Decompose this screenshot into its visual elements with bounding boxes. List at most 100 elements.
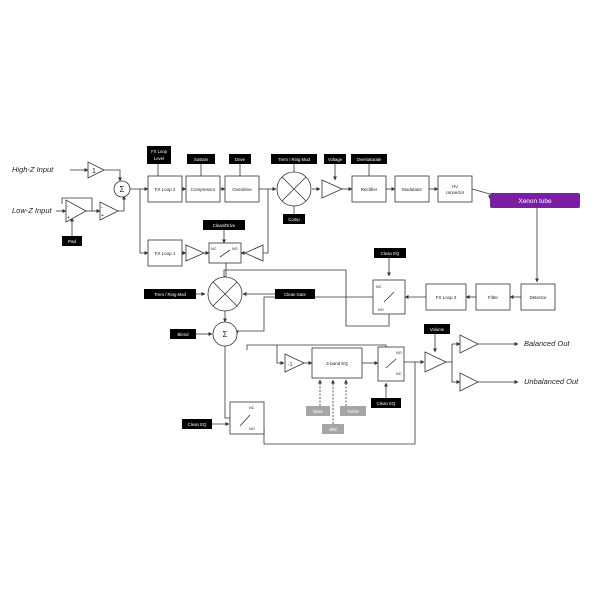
comp-control [283,214,305,224]
xenon-tube-block [490,193,580,208]
voltage-amp-triangle [321,179,343,199]
fx-loop-1-amp [185,244,205,262]
opamp-minus-sign: - [67,204,69,210]
overdrive-block [224,175,260,203]
sustain-control [187,154,215,164]
modulator-label: Modulator [402,187,423,192]
drive-label: Drive [235,157,246,162]
opamp-plus-sign: + [67,215,70,221]
eq-bypass-switch [377,346,405,382]
input-sum-symbol: Σ [120,185,125,194]
wire-opamp-feedback [61,197,93,211]
blend-control [170,329,196,339]
switch4-nc-label: NC [396,372,402,376]
wire-bottom-return [263,362,416,445]
unity-gain-buffer: 1 [87,161,105,179]
wire-vol-to-unbal [451,362,461,384]
detector-block [520,283,556,311]
hiz-input-label: High-Z Input [12,165,54,174]
wire-switch3-loop [223,269,390,327]
filter-block [475,283,511,311]
blend-sum-symbol: Σ [223,330,228,339]
wire-eq-main [246,344,285,365]
compressor-block [185,175,221,203]
fx-loop-2-block [147,175,183,203]
gain-one-label: 1 [92,168,96,175]
wire-overdrive-loop [263,189,269,254]
switch3-nc-label: NC [376,285,382,289]
trem-ring-mod-mid-label: Trem / Ring Mod [154,292,186,297]
clean-drive-label: Clean/Drive [213,223,236,228]
balanced-driver [459,334,479,354]
opamp-input: - + [65,199,87,223]
clean-gate-control [275,289,315,299]
clean-eq-mid-control [371,398,401,408]
balanced-out-label: Balanced Out [524,339,570,348]
clean-eq-top-control [374,248,406,258]
switch1-no-label: NO [232,247,238,251]
oversaturate-label: Oversaturate [357,157,382,162]
switch4-no-label: NO [396,351,402,355]
wire-hv-to-xenon [471,188,492,200]
clean-eq-top-label: Clean EQ [381,251,400,256]
three-band-eq-label: 3-band EQ [326,361,348,366]
wire-sum-to-fxloop1 [139,189,149,255]
clean-eq-left-label: Clean EQ [188,422,207,427]
clean-eq-switch-bottom [229,401,265,435]
three-band-eq-block [311,347,363,379]
fx-loop-2-label: FX Loop 2 [155,187,176,192]
hv-connector-label-line2: connector [446,190,465,195]
modulator-block [394,175,430,203]
loz-input-label: Low-Z Input [12,206,53,215]
clean-eq-mid-label: Clean EQ [377,401,396,406]
switch3-no-label: NO [378,308,384,312]
overdrive-label: Overdrive [232,187,252,192]
clean-drive-control [203,220,245,230]
wire-buffer-to-sum [118,195,126,212]
volume-amp [424,351,447,373]
drive-control [229,154,251,164]
voltage-control [324,154,346,164]
wire-eq-bypass [277,344,387,347]
fx-loop-level-label-1: FX Loop [151,149,168,154]
fx-loop-3-label: FX Loop 3 [436,295,457,300]
buffer-minus-sign: - [101,205,103,211]
fx-loop-level-control [147,146,171,164]
invert-amp [284,353,305,373]
volume-label: Volume [430,327,445,332]
trem-ring-mod-top-label: Trem / Ring Mod [278,157,310,162]
unbalanced-out-label: Unbalanced Out [524,377,579,386]
sustain-label: Sustain [194,157,209,162]
rectifier-label: Rectifier [361,187,378,192]
blend-sum-node [212,321,238,347]
compressor-label: Compressor [191,187,216,192]
hv-connector-label-line1: HV [452,184,458,189]
oversaturate-control [351,154,387,164]
switch1-nc-label: NC [211,247,217,251]
mid-label: Mid [330,427,338,432]
trem-ring-mixer-mid [207,276,243,312]
rectifier-block [351,175,387,203]
bass-control [306,406,330,416]
trem-ring-mixer-top [276,171,312,207]
volume-control [424,324,450,334]
switch5-nc-label: NC [249,406,255,410]
fx-loop-1-block [147,239,183,267]
buffer-plus-sign: + [101,213,104,219]
switch5-no-label: NO [249,427,255,431]
clean-gate-label: Clean Gate [284,292,306,297]
comp-label: Comp [288,217,300,222]
bass-label: Bass [313,409,323,414]
fx-loop-3-block [425,283,467,311]
trem-ring-mod-top-control [271,154,317,164]
overdrive-return-amp [244,244,264,262]
clean-eq-switch-top [372,279,406,315]
voltage-label: Voltage [328,157,343,162]
pad-control-label: Pad [68,239,77,244]
fx-loop-1-label: FX Loop 1 [155,251,176,256]
input-sum-node [113,180,131,198]
treble-label: Treble [347,409,360,414]
clean-drive-switch [208,242,242,264]
